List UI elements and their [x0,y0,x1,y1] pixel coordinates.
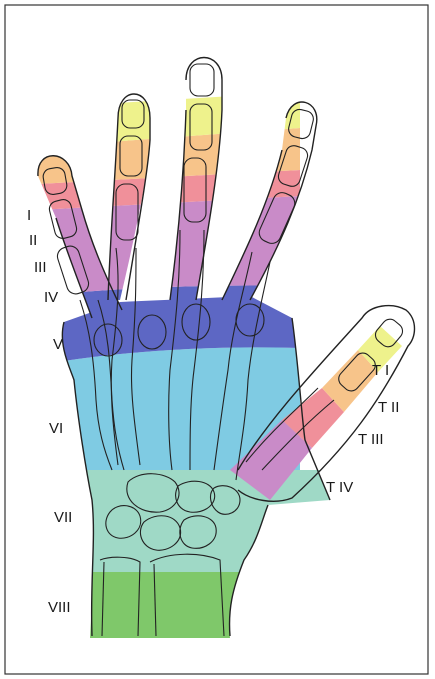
thumb-label-t-iv: T IV [326,479,353,496]
zone-label-iii: III [34,259,47,276]
zone-label-viii: VIII [48,599,71,616]
zone-label-v: V [53,336,63,353]
zone-label-i: I [27,207,31,224]
zone-label-vi: VI [49,420,63,437]
thumb-label-t-iii: T III [358,431,384,448]
zone-label-iv: IV [44,289,58,306]
thumb-label-t-i: T I [372,362,389,379]
zone-label-ii: II [29,232,37,249]
zone-label-vii: VII [54,509,72,526]
thumb-label-t-ii: T II [378,399,399,416]
